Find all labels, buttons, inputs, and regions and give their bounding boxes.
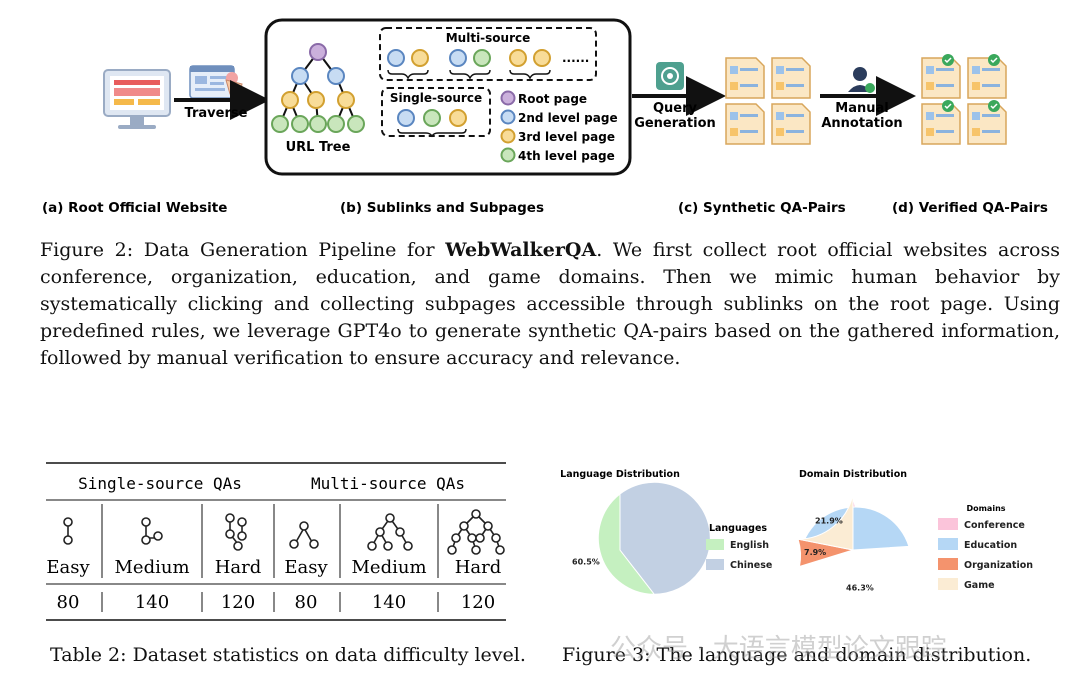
annotator-icon [848,67,875,93]
level-easy-single: Easy [46,557,90,578]
figure2-caption: Figure 2: Data Generation Pipeline for W… [40,237,1060,372]
legend-3rd-level: 3rd level page [518,130,615,144]
multi-source-ellipsis: ...... [562,51,589,65]
legend-swatch-game [938,578,958,590]
legend-swatch [500,90,516,106]
legend-label-english: English [730,540,769,551]
legend-swatch-education [938,538,958,550]
browser-click-icon [189,65,243,99]
legend-4th-level: 4th level page [518,149,615,163]
legend-swatch [500,109,516,125]
count-easy-single: 80 [57,592,80,613]
subcaption-d: (d) Verified QA-Pairs [892,200,1048,216]
domain-chart-title: Domain Distribution [799,469,907,480]
legend-label-chinese: Chinese [730,560,772,571]
level-hard-multi: Hard [455,557,502,578]
easy-multi-icon [289,521,319,549]
figure3-charts: Language Distribution 39.5%60.5% Languag… [560,469,1033,595]
traverse-label: Traverse [185,106,248,121]
table2: Single-source QAs Multi-source QAs [46,462,506,621]
pipeline-diagram: Traverse URL Tree Multi-source [42,18,1048,216]
level-medium-multi: Medium [351,557,426,578]
legend-swatch [500,128,516,144]
legend-swatch-chinese [706,559,724,570]
legend-label-education: Education [964,540,1017,551]
pie-slice-game [797,493,854,551]
gpt-icon [656,62,684,90]
url-tree [271,43,365,133]
single-source-label: Single-source [390,91,482,105]
manual-label: Manual [835,101,888,116]
single-source-nodes [397,109,467,138]
legend-swatch-organization [938,558,958,570]
count-easy-multi: 80 [295,592,318,613]
verified-qa-docs [921,54,1007,145]
count-medium-multi: 140 [372,592,406,613]
multi-source-nodes [387,49,551,80]
pie-label-organization: 7.9% [804,548,826,557]
url-tree-label: URL Tree [286,140,351,155]
figure3-caption: Figure 3: The language and domain distri… [562,644,1032,666]
generation-label: Generation [634,116,716,131]
multi-source-header: Multi-source QAs [311,474,465,493]
pie-label-game: 21.9% [815,517,843,526]
figure2-caption-label: Figure 2: Data Generation Pipeline for [40,239,446,261]
language-legend-title: Languages [709,523,767,534]
legend-swatch-english [706,539,724,550]
monitor-icon [103,69,171,129]
pie-label-education: 46.3% [846,583,874,592]
easy-single-icon [63,517,73,545]
level-hard-single: Hard [215,557,262,578]
count-hard-single: 120 [221,592,255,613]
language-chart-title: Language Distribution [560,469,680,480]
figure2-caption-name: WebWalkerQA [445,239,597,261]
annotation-label: Annotation [821,116,902,131]
medium-single-icon [141,517,163,545]
legend-2nd-level: 2nd level page [518,111,618,125]
watermark: 公众号 · 大语言模型论文跟踪 [610,634,947,664]
hard-multi-icon [447,509,505,555]
query-label: Query [653,101,698,116]
legend-root-page: Root page [518,92,587,106]
language-pie: 39.5%60.5% [572,481,711,595]
synthetic-qa-docs [725,57,811,145]
page-level-legend: Root page 2nd level page 3rd level page … [500,90,618,163]
count-hard-multi: 120 [461,592,495,613]
hard-single-icon [225,513,247,551]
multi-source-box [379,27,597,81]
figure2-caption-text: . We first collect root official website… [40,239,1060,369]
single-source-box [381,87,491,137]
subcaption-b: (b) Sublinks and Subpages [340,200,544,216]
pie-slice-english [597,492,656,595]
legend-swatch [500,147,516,163]
medium-multi-icon [367,513,413,551]
multi-source-label: Multi-source [446,31,531,45]
legend-label-conference: Conference [964,520,1025,531]
subcaption-a: (a) Root Official Website [42,200,227,216]
pie-label-chinese: 60.5% [572,558,600,567]
pie-slice-chinese [619,481,711,595]
level-medium-single: Medium [114,557,189,578]
table2-caption: Table 2: Dataset statistics on data diff… [50,644,526,666]
legend-label-game: Game [964,580,995,591]
domain-legend-title: Domains [966,504,1005,513]
domain-pie: 24.0%46.3%7.9%21.9% [797,493,910,592]
count-medium-single: 140 [135,592,169,613]
subcaption-c: (c) Synthetic QA-Pairs [678,200,846,216]
single-source-header: Single-source QAs [78,474,242,493]
domain-legend: Domains ConferenceEducationOrganizationG… [938,504,1033,591]
legend-label-organization: Organization [964,560,1033,571]
level-easy-multi: Easy [284,557,328,578]
legend-swatch-conference [938,518,958,530]
